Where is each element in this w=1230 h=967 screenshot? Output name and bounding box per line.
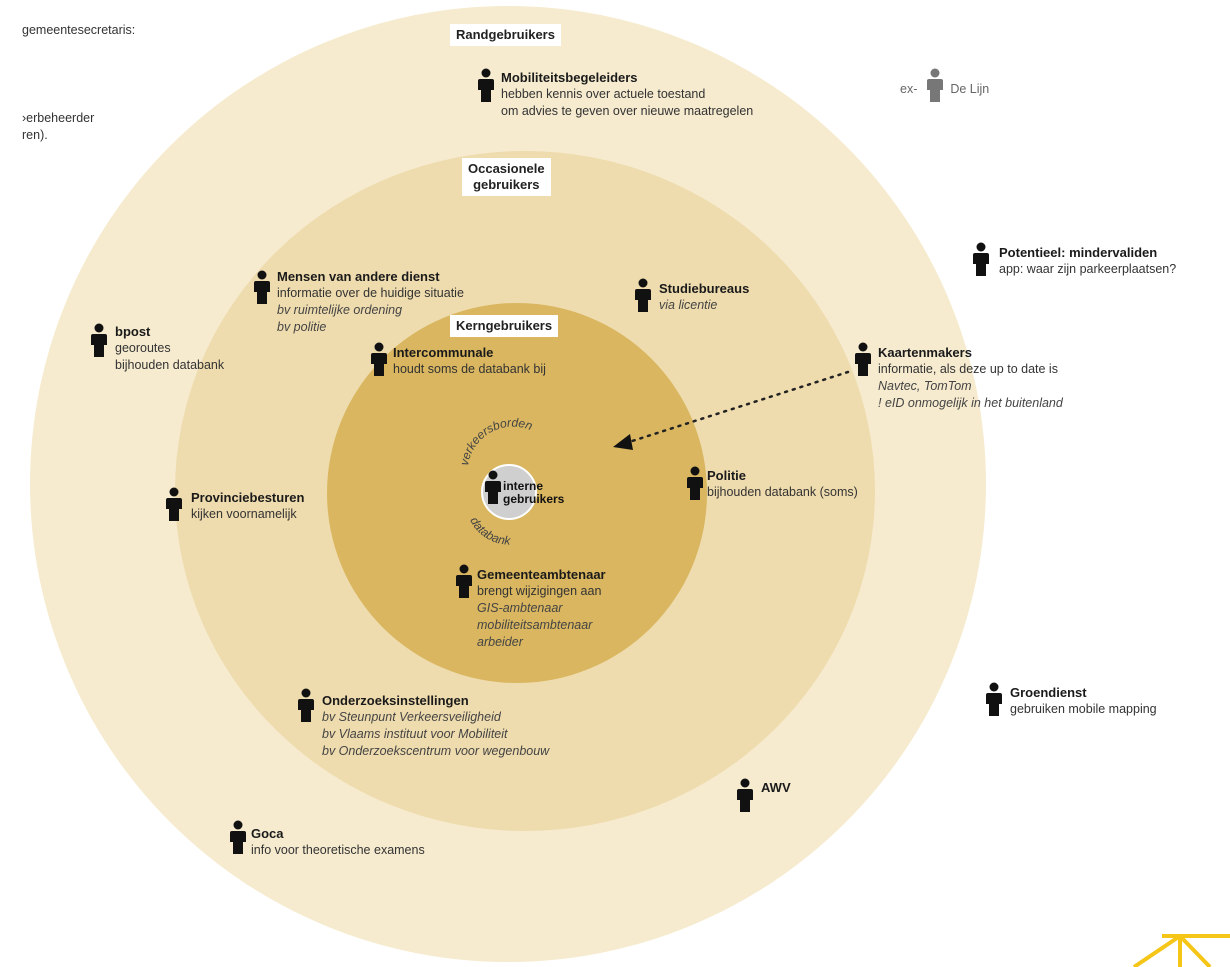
group-title: Provinciebesturen bbox=[191, 490, 305, 505]
group-line: houdt soms de databank bij bbox=[393, 362, 546, 376]
person-icon bbox=[686, 466, 704, 500]
group-line: hebben kennis over actuele toestand bbox=[501, 87, 706, 101]
group-italic-line: arbeider bbox=[477, 635, 523, 649]
person-icon bbox=[477, 68, 495, 102]
group-title: Kaartenmakers bbox=[878, 345, 972, 360]
person-icon bbox=[370, 342, 388, 376]
group-bpost: bpost georoutes bijhouden databank bbox=[115, 323, 224, 374]
group-delijn: ex- De Lijn bbox=[900, 81, 989, 98]
group-italic-line: bv Onderzoekscentrum voor wegenbouw bbox=[322, 744, 550, 758]
group-awv: AWV bbox=[761, 779, 791, 796]
group-intercommunale: Intercommunale houdt soms de databank bi… bbox=[393, 344, 546, 378]
group-line: informatie, als deze up to date is bbox=[878, 362, 1058, 376]
person-icon bbox=[972, 242, 990, 276]
group-politie: Politie bijhouden databank (soms) bbox=[707, 467, 858, 501]
group-onderzoeksinstellingen: Onderzoeksinstellingen bv Steunpunt Verk… bbox=[322, 692, 549, 760]
group-title: Potentieel: mindervaliden bbox=[999, 245, 1158, 260]
person-icon bbox=[165, 487, 183, 521]
group-line: app: waar zijn parkeerplaatsen? bbox=[999, 262, 1177, 276]
group-line: brengt wijzigingen aan bbox=[477, 584, 602, 598]
group-title: Mensen van andere dienst bbox=[277, 269, 440, 284]
group-line: info voor theoretische examens bbox=[251, 843, 425, 857]
clipped-text-ren: ren). bbox=[22, 128, 48, 142]
group-italic-line: Navtec, TomTom bbox=[878, 379, 972, 393]
group-title: Studiebureaus bbox=[659, 281, 750, 296]
group-italic-line: mobiliteitsambtenaar bbox=[477, 618, 593, 632]
group-line: bijhouden databank bbox=[115, 358, 225, 372]
group-studiebureaus: Studiebureaus via licentie bbox=[659, 280, 749, 314]
person-icon bbox=[985, 682, 1003, 716]
group-title: Mobiliteitsbegeleiders bbox=[501, 70, 638, 85]
person-icon bbox=[253, 270, 271, 304]
group-goca: Goca info voor theoretische examens bbox=[251, 825, 425, 859]
group-italic-line: bv politie bbox=[277, 320, 327, 334]
core-label-line2: gebruikers bbox=[503, 492, 565, 506]
group-title: AWV bbox=[761, 780, 791, 795]
group-italic-line: via licentie bbox=[659, 298, 718, 312]
group-title: Gemeenteambtenaar bbox=[477, 567, 606, 582]
group-provinciebesturen: Provinciebesturen kijken voornamelijk bbox=[191, 489, 304, 523]
group-line: om advies te geven over nieuwe maatregel… bbox=[501, 104, 754, 118]
clipped-text-beheerder: ›erbeheerder bbox=[22, 111, 95, 125]
person-icon bbox=[229, 820, 247, 854]
person-icon bbox=[736, 778, 754, 812]
group-mobiliteitsbegeleiders: Mobiliteitsbegeleiders hebben kennis ove… bbox=[501, 69, 753, 120]
group-italic-line: bv Steunpunt Verkeersveiligheid bbox=[322, 710, 501, 724]
core-label-line1: interne bbox=[503, 479, 544, 493]
occasionele-label-line1: Occasionele bbox=[468, 161, 545, 176]
delijn-prefix: ex- bbox=[900, 82, 918, 96]
group-line: gebruiken mobile mapping bbox=[1010, 702, 1157, 716]
person-icon-gray bbox=[926, 68, 944, 102]
core-label: interne gebruikers bbox=[503, 480, 564, 506]
group-line: bijhouden databank (soms) bbox=[707, 485, 858, 499]
corner-logo-icon bbox=[1132, 934, 1230, 967]
group-italic-line: bv Vlaams instituut voor Mobiliteit bbox=[322, 727, 508, 741]
person-icon bbox=[90, 323, 108, 357]
delijn-title: De Lijn bbox=[950, 82, 990, 96]
group-title: Intercommunale bbox=[393, 345, 494, 360]
group-italic-line: bv ruimtelijke ordening bbox=[277, 303, 403, 317]
person-icon bbox=[297, 688, 315, 722]
person-icon bbox=[634, 278, 652, 312]
group-italic-line: ! eID onmogelijk in het buitenland bbox=[878, 396, 1063, 410]
group-groendienst: Groendienst gebruiken mobile mapping bbox=[1010, 684, 1157, 718]
group-line: informatie over de huidige situatie bbox=[277, 286, 464, 300]
person-icon bbox=[484, 470, 502, 504]
group-mindervaliden: Potentieel: mindervaliden app: waar zijn… bbox=[999, 244, 1176, 278]
group-line: kijken voornamelijk bbox=[191, 507, 297, 521]
group-gemeenteambtenaar: Gemeenteambtenaar brengt wijzigingen aan… bbox=[477, 566, 606, 651]
person-icon bbox=[854, 342, 872, 376]
randgebruikers-label: Randgebruikers bbox=[450, 24, 561, 46]
group-kaartenmakers: Kaartenmakers informatie, als deze up to… bbox=[878, 344, 1063, 412]
group-title: Groendienst bbox=[1010, 685, 1087, 700]
person-icon bbox=[455, 564, 473, 598]
occasionele-gebruikers-label: Occasionele gebruikers bbox=[462, 158, 551, 196]
group-title: Politie bbox=[707, 468, 747, 483]
occasionele-label-line2: gebruikers bbox=[473, 177, 540, 192]
clipped-text-gemeentesecretaris: gemeentesecretaris: bbox=[22, 23, 136, 37]
group-line: georoutes bbox=[115, 341, 171, 355]
group-italic-line: GIS-ambtenaar bbox=[477, 601, 563, 615]
group-title: Onderzoeksinstellingen bbox=[322, 693, 469, 708]
group-title: bpost bbox=[115, 324, 151, 339]
kerngebruikers-label: Kerngebruikers bbox=[450, 315, 559, 337]
group-title: Goca bbox=[251, 826, 284, 841]
group-mensen-andere-dienst: Mensen van andere dienst informatie over… bbox=[277, 268, 464, 336]
